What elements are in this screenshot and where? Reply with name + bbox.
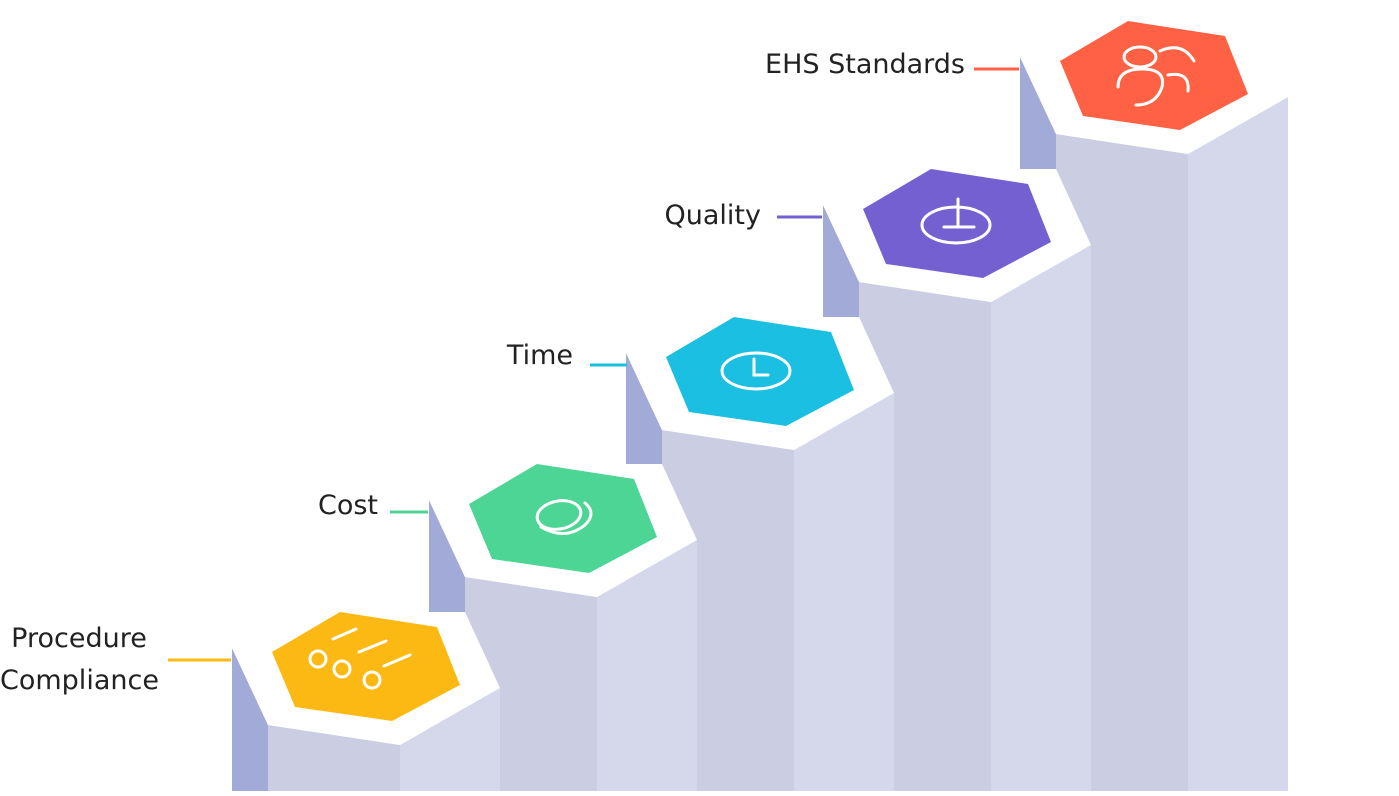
pillar-edge (232, 648, 268, 791)
step-label-line-1: Procedure (11, 623, 147, 654)
step-label-ehs-standards: EHS Standards (765, 49, 965, 80)
step-label-time: Time (506, 340, 573, 371)
step-label-procedure-compliance: Procedure Compliance (0, 618, 159, 702)
step-hexagon (469, 464, 657, 573)
step-hexagon (1060, 21, 1248, 130)
clock-icon (720, 351, 792, 391)
pillar-side (1188, 97, 1288, 791)
pillar-side (400, 688, 500, 791)
step-hexagon (666, 317, 854, 426)
pillar-side (794, 393, 894, 791)
timer-icon (920, 197, 992, 245)
coins-icon (535, 499, 593, 535)
pillar-side (597, 540, 697, 791)
people-icon (1116, 45, 1196, 107)
pillar-front (268, 725, 400, 791)
step-label-cost: Cost (317, 490, 378, 521)
step-procedure-compliance (232, 612, 500, 791)
pillar-side (991, 245, 1091, 791)
step-hexagon (272, 612, 460, 721)
step-label-quality: Quality (664, 200, 761, 231)
list-icon (308, 627, 412, 690)
step-label-line-2: Compliance (0, 664, 159, 696)
